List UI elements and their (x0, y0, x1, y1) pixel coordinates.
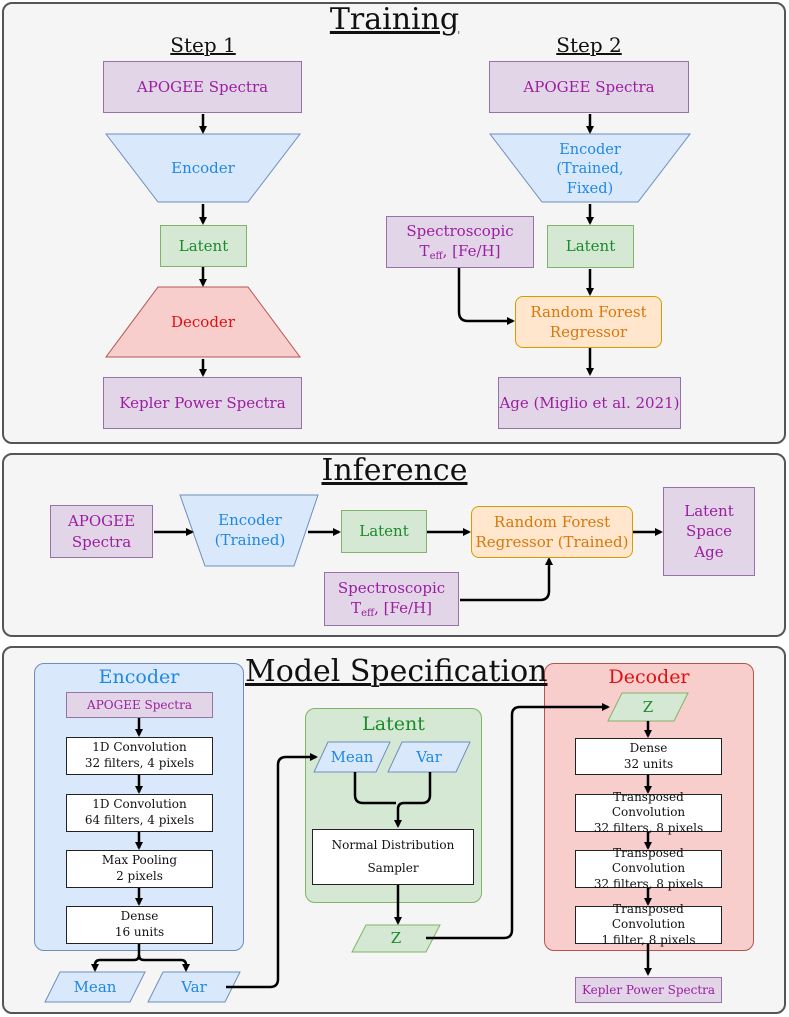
step1-input-box: APOGEE Spectra (103, 61, 302, 113)
inference-title: Inference (321, 453, 468, 488)
step1-encoder-label: Encoder (171, 158, 235, 177)
step2-input-box: APOGEE Spectra (489, 61, 689, 113)
inference-spectroscopic-box: Spectroscopic Teff, [Fe/H] (324, 572, 459, 626)
decoder-spec-output: Kepler Power Spectra (575, 977, 722, 1003)
step2-age-box: Age (Miglio et al. 2021) (498, 377, 681, 429)
encoder-spec-input: APOGEE Spectra (66, 692, 213, 718)
inference-output-box: Latent Space Age (663, 487, 755, 576)
inference-spec-params: Teff, [Fe/H] (351, 598, 432, 619)
step2-spec-params: Teff, [Fe/H] (419, 241, 501, 262)
lat-mean-label: Mean (330, 747, 374, 766)
lat-var-label: Var (416, 747, 442, 766)
decoder-spec-title: Decoder (608, 666, 690, 689)
inference-input-box: APOGEE Spectra (50, 505, 153, 558)
inference-latent-box: Latent (341, 510, 427, 553)
step2-rf-box: Random Forest Regressor (515, 296, 662, 348)
step1-decoder-label: Decoder (171, 312, 235, 331)
step2-latent-box: Latent (547, 225, 634, 268)
step2-encoder-label: Encoder (Trained, Fixed) (556, 141, 624, 197)
latent-spec-title: Latent (362, 713, 425, 736)
step2-spectroscopic-box: Spectroscopic Teff, [Fe/H] (386, 216, 534, 268)
inference-encoder-label: Encoder (Trained) (214, 510, 286, 549)
step2-label: Step 2 (556, 33, 622, 57)
model-spec-title: Model Specification (245, 654, 548, 689)
step1-label: Step 1 (170, 33, 236, 57)
inference-spec-main: Spectroscopic (337, 578, 446, 597)
dec-z-label: Z (642, 697, 654, 716)
inference-rf-box: Random Forest Regressor (Trained) (471, 506, 633, 558)
step1-output-box: Kepler Power Spectra (103, 377, 302, 429)
encoder-spec-title: Encoder (98, 666, 180, 689)
enc-mean-label: Mean (73, 977, 117, 996)
training-title: Training (329, 2, 460, 37)
enc-var-label: Var (181, 977, 207, 996)
step1-latent-box: Latent (160, 225, 247, 267)
step2-spec-main: Spectroscopic (406, 221, 514, 240)
lat-z-label: Z (390, 929, 402, 948)
